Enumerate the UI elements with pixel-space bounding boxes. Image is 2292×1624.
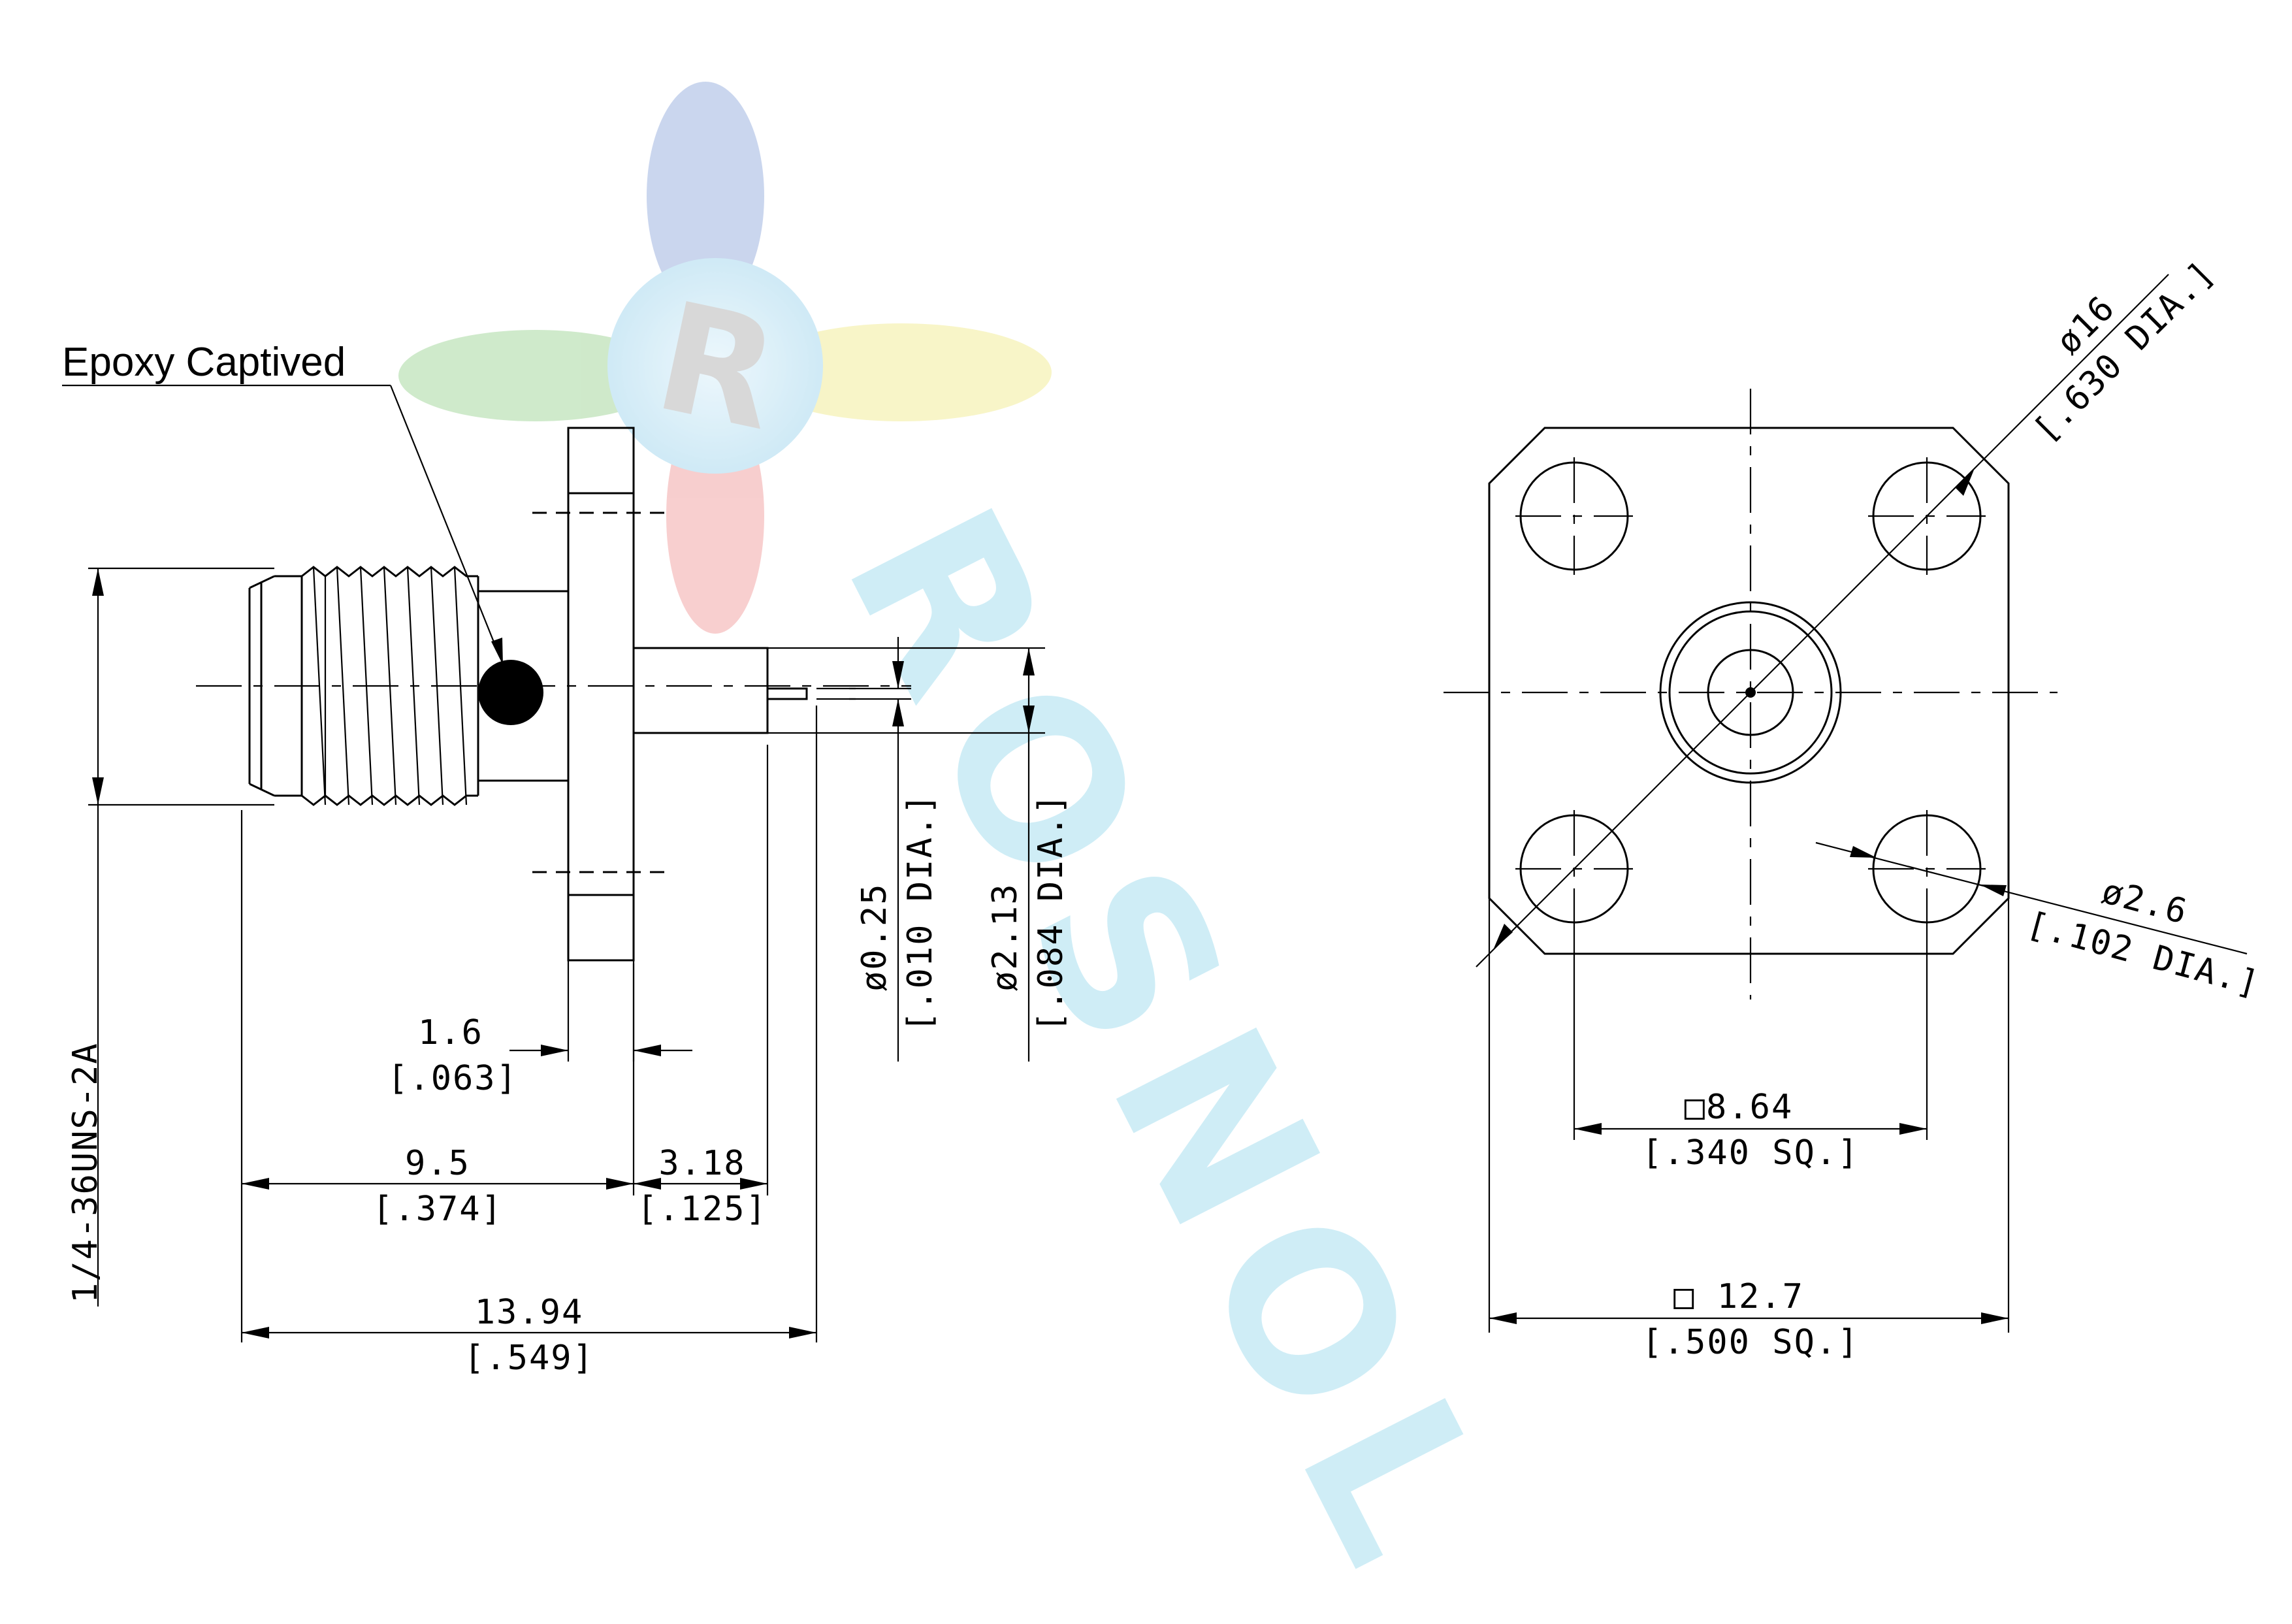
side-view: 1/4-36UNS-2A 1.6 [.063] 9.5 [.374] [62,340,1071,1378]
pin-diameter-mm: ø0.25 [855,883,894,992]
threaded-body [248,566,568,806]
pin-length-dimension: 3.18 [.125] [634,745,769,1229]
front-flange-outline [1488,427,2010,955]
epoxy-callout: Epoxy Captived [62,340,503,665]
mounting-hole-bottom-left [1519,814,1629,924]
flange-size-in: [.500 SQ.] [1641,1323,1859,1362]
flange-size-mm: □ 12.7 [1673,1277,1804,1316]
connector-outer [1659,601,1842,784]
watermark-brand: ROSNOL [798,471,1549,1621]
body-length-in: [.374] [372,1190,503,1229]
flange-thickness-in: [.063] [387,1059,518,1098]
mounting-hole-bottom-right [1872,814,1982,924]
front-view: ø16 [.630 DIA.] ø2.6 [.102 DIA.] □8.64 [… [1444,253,2264,1362]
dielectric-diameter-in: [.084 DIA.] [1031,793,1071,1032]
bolt-circle-dimension: ø16 [.630 DIA.] [1476,253,2223,967]
bolt-circle-in: [.630 DIA.] [2026,253,2223,450]
flange-thickness-mm: 1.6 [418,1013,483,1052]
overall-length-dimension: 13.94 [.549] [242,706,818,1378]
dielectric-diameter-mm: ø2.13 [986,883,1025,992]
hole-spacing-dimension: □8.64 [.340 SQ.] [1573,928,1928,1173]
body-length-dimension: 9.5 [.374] [240,810,635,1342]
pin-length-mm: 3.18 [658,1144,745,1183]
epoxy-dot [478,660,543,725]
flange-thickness-dimension: 1.6 [.063] [387,960,692,1098]
hole-diameter-mm: ø2.6 [2098,872,2192,932]
overall-length-in: [.549] [464,1339,594,1378]
flange-size-dimension: □ 12.7 [.500 SQ.] [1488,898,2010,1362]
dielectric-and-pin [632,647,856,734]
pin-diameter-in: [.010 DIA.] [901,793,940,1032]
thread-spec-label: 1/4-36UNS-2A [66,1042,105,1303]
watermark-logo: R [398,82,1052,634]
body-length-mm: 9.5 [405,1144,470,1183]
connector-dielectric [1707,649,1794,736]
pin-length-in: [.125] [637,1190,767,1229]
epoxy-label: Epoxy Captived [62,340,346,385]
flange [532,427,673,962]
thread-dimension: 1/4-36UNS-2A [66,567,274,1307]
dielectric-diameter-dimension: ø2.13 [.084 DIA.] [767,647,1071,1062]
mounting-hole-top-right [1872,461,1982,571]
hole-spacing-in: [.340 SQ.] [1641,1133,1859,1173]
hole-diameter-dimension: ø2.6 [.102 DIA.] [1815,841,2264,1004]
mounting-hole-top-left [1519,461,1629,571]
pin-diameter-dimension: ø0.25 [.010 DIA.] [849,637,940,1062]
overall-length-mm: 13.94 [475,1293,584,1332]
hole-spacing-mm: □8.64 [1685,1088,1794,1127]
